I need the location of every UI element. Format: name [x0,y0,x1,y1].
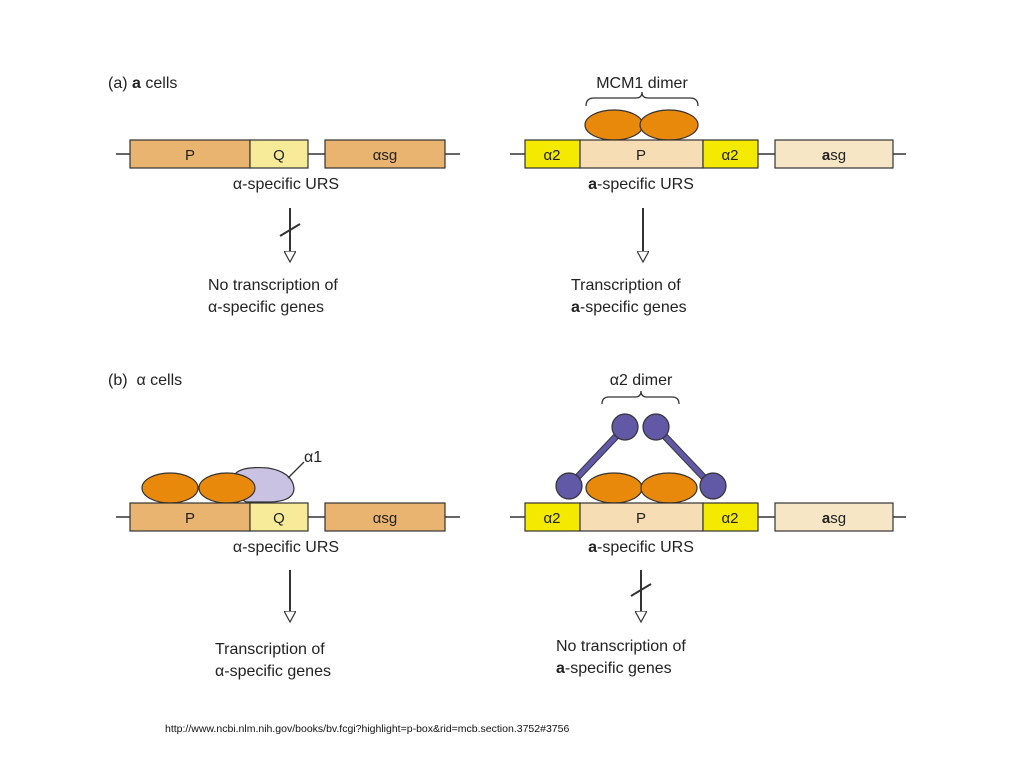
mcm1-subunit [584,109,644,141]
panel-a-left-dna: P Q αsg [116,139,460,169]
p-box [579,502,704,532]
alpha1-pointer [287,461,305,479]
alpha2-dimer-brace [601,390,680,405]
mcm1-alpha1-complex [141,461,305,504]
alpha-sg-label: αsg [373,510,398,527]
p-box-label: P [636,510,646,527]
block-slash [279,223,301,237]
q-box [249,139,309,169]
a-sg-box [774,139,894,169]
result-line-1: No transcription of [208,277,338,294]
panel-b-heading: (b) α cells [108,372,182,389]
q-box-label: Q [273,510,285,527]
alpha2-domain [699,472,727,500]
result-line-2: a-specific genes [556,660,672,677]
a-sg-label: asg [822,147,846,164]
alpha2-domain [555,472,583,500]
alpha2-label: α2 [543,147,560,164]
mcm1-subunit [585,472,643,504]
panel-b-left-dna: P Q αsg [116,502,460,532]
alpha-sg-box [324,502,446,532]
panel-b-right-dna: α2 P α2 asg [510,502,906,532]
alpha-specific-urs-label: α-specific URS [233,176,339,193]
mcm1-dimer [584,109,699,141]
mcm1-subunit [141,472,199,504]
blocked-arrow [279,208,301,252]
alpha2-dimer [555,413,727,504]
mcm1-subunit [640,472,698,504]
a-sg-box [774,502,894,532]
a-specific-urs-label: a-specific URS [588,539,694,556]
alpha-sg-box [324,139,446,169]
alpha2-site-box [702,139,759,169]
block-slash [630,583,652,597]
mcm1-subunit [198,472,256,504]
blocked-arrow [630,570,652,612]
result-line-2: α-specific genes [215,663,331,680]
result-line-2: a-specific genes [571,299,687,316]
alpha-specific-urs-label: α-specific URS [233,539,339,556]
mcm1-dimer-label: MCM1 dimer [596,75,688,92]
result-line-2: α-specific genes [208,299,324,316]
q-box [249,502,309,532]
result-line-1: Transcription of [215,641,325,658]
alpha2-label: α2 [721,147,738,164]
alpha2-dimer-label: α2 dimer [610,372,673,389]
alpha2-domain [611,413,639,441]
a-specific-urs-label: a-specific URS [588,176,694,193]
mcm1-brace [585,91,699,107]
q-box-label: Q [273,147,285,164]
a-sg-label: asg [822,510,846,527]
alpha2-site-box [524,139,581,169]
result-line-1: Transcription of [571,277,681,294]
alpha2-site-box [524,502,581,532]
mcm1-subunit [639,109,699,141]
p-box-label: P [185,510,195,527]
panel-a-right-dna: α2 P α2 asg [510,139,906,169]
alpha2-label: α2 [721,510,738,527]
p-box [129,502,251,532]
alpha2-domain [642,413,670,441]
result-line-1: No transcription of [556,638,686,655]
source-url[interactable]: http://www.ncbi.nlm.nih.gov/books/bv.fcg… [165,723,570,735]
p-box-label: P [185,147,195,164]
alpha1-label: α1 [304,449,322,466]
alpha2-site-box [702,502,759,532]
alpha2-label: α2 [543,510,560,527]
alpha-sg-label: αsg [373,147,398,164]
panel-a-heading: (a) a cells [108,75,177,92]
p-box-label: P [636,147,646,164]
